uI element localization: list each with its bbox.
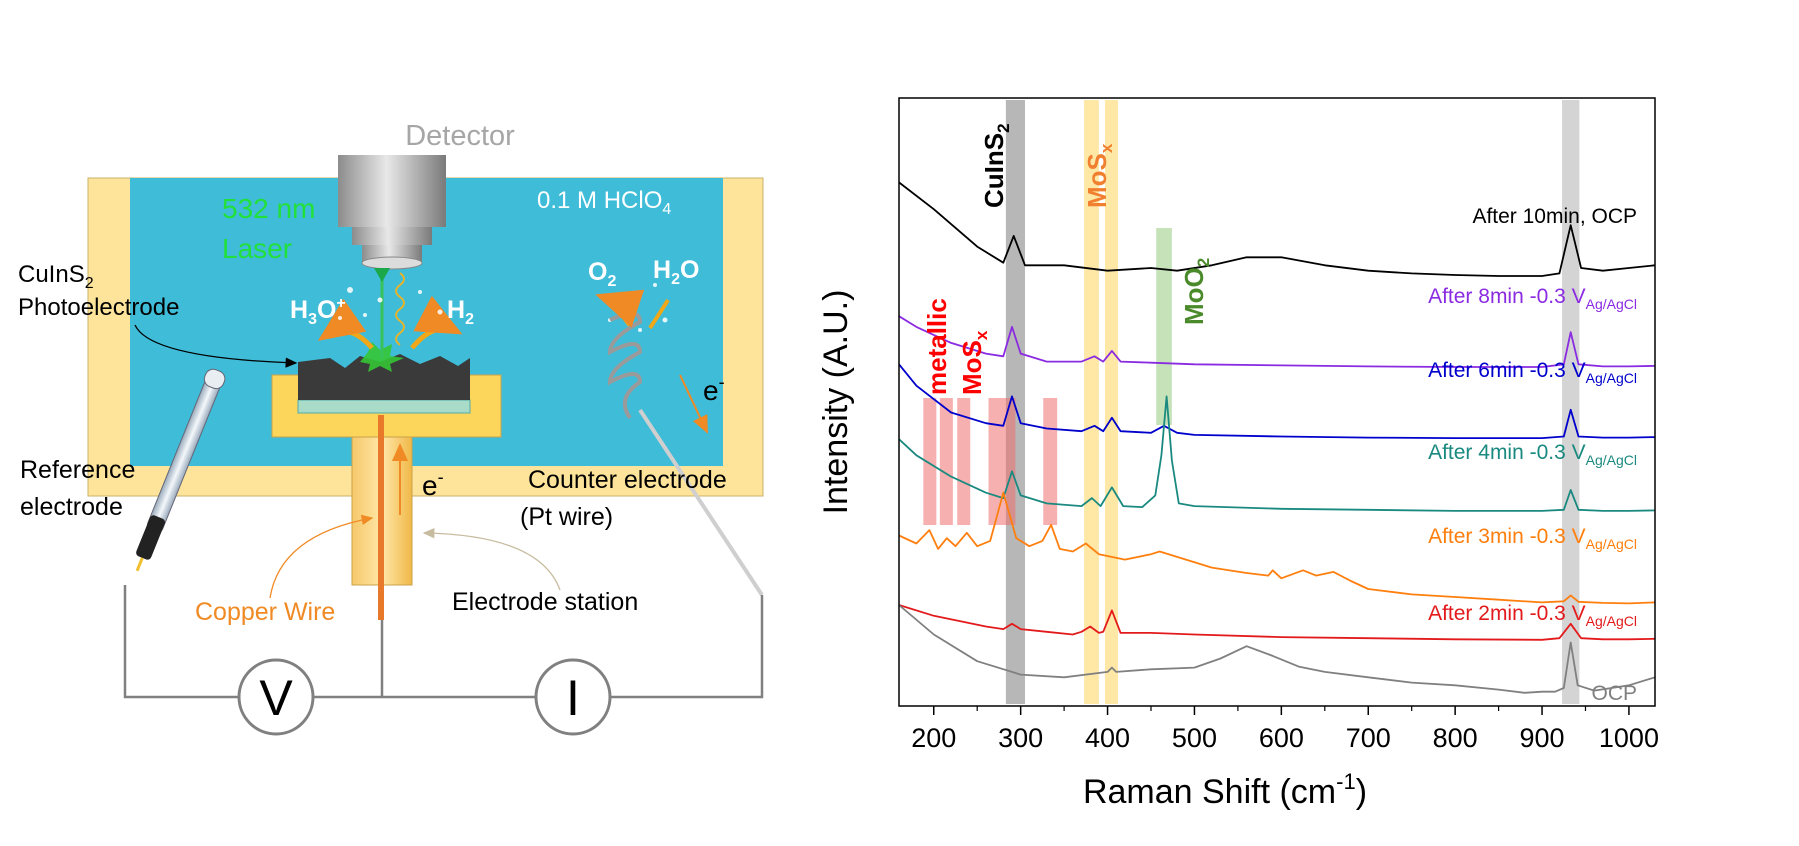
electrode-station-label: Electrode station [452,588,638,616]
raman-chart: 200 300 400 500 600 700 800 900 1000 After 10min… [817,97,1659,811]
series-line [898,395,1656,512]
circuit-wires [123,585,764,699]
highlight-band [1156,228,1172,425]
series-label: After 6min -0.3 VAg/AgCl [1428,359,1637,386]
copper-wire-pointer [269,514,374,599]
x-tick-label: 500 [1172,723,1217,753]
electron-label-station: e- [422,467,444,501]
highlight-band [1043,398,1058,525]
detector-label: Detector [405,120,515,152]
series-line [898,604,1656,641]
series-line [898,491,1656,605]
voltmeter-label: V [259,670,293,726]
annotation-metallic-mosx: MoSx [957,330,991,395]
photoelectrode-substrate [297,399,471,414]
photoelectrode-label-line2: Photoelectrode [18,294,179,321]
copper-wire-label: Copper Wire [195,598,335,626]
highlight-band [939,398,953,525]
highlight-bands [923,100,1580,704]
highlight-band [1104,100,1118,704]
h2-label: H2 [447,296,474,328]
electrode-station-pointer [422,527,561,591]
cell-schematic: V I Detector 532 nm Laser 0.1 M HClO4 Cu… [18,120,764,736]
series-label: After 3min -0.3 VAg/AgCl [1428,525,1637,552]
detector-lens [352,227,432,245]
highlight-band [957,398,971,525]
x-tick-label: 600 [1259,723,1304,753]
x-tick-label: 800 [1433,723,1478,753]
electron-arrow-counter [679,374,708,434]
series-label: After 10min, OCP [1472,205,1637,228]
detector-body [338,155,446,227]
h3o-label: H3O+ [290,295,346,328]
h2o-arrow-icon [648,298,670,330]
series-line [898,181,1656,277]
voltmeter-icon [237,658,315,736]
annotation-metallic: metallic [922,298,952,395]
highlight-band [923,398,937,525]
x-tick-label: 1000 [1599,723,1659,753]
series-line [898,315,1656,368]
ammeter-icon [534,658,612,736]
highlight-band [1084,100,1099,704]
highlight-band [1562,100,1580,704]
o2-label: O2 [588,258,616,290]
counter-label-line2: (Pt wire) [520,503,613,531]
x-tick-label: 900 [1520,723,1565,753]
x-tick-label: 700 [1346,723,1391,753]
photoelectrode-pointer [134,324,298,368]
x-tick-label: 200 [911,723,956,753]
x-axis-label: Raman Shift (cm-1) [1083,769,1367,811]
h2o-label: H2O [653,256,699,288]
laser-label-line1: 532 nm [222,193,315,224]
annotation-cuins2: CuInS2 [979,123,1013,208]
annotation-moo2: MoO2 [1179,258,1213,325]
series-label: After 8min -0.3 VAg/AgCl [1428,285,1637,312]
electron-label-counter: e- [703,372,725,406]
counter-label-line1: Counter electrode [528,466,727,494]
h2-arrow-icon [410,295,463,350]
series-label: After 4min -0.3 VAg/AgCl [1428,441,1637,468]
x-tick-label: 300 [998,723,1043,753]
photoelectrode-label-line1: CuInS2 [18,261,94,292]
o2-arrow-icon [595,289,645,328]
reference-electrode [135,368,226,572]
plot-frame [898,97,1656,707]
highlight-band [988,398,1016,525]
reference-label-line2: electrode [20,493,123,521]
x-axis-ticks: 200 300 400 500 600 700 800 900 1000 [911,706,1659,753]
series-labels: After 10min, OCP After 8min -0.3 VAg/AgCl… [1428,205,1637,705]
series-label: OCP [1591,682,1637,705]
series-line [898,604,1656,694]
ammeter-label: I [566,670,580,726]
laser-arrow-icon [374,268,390,282]
detector-aperture [361,256,423,270]
x-tick-label: 400 [1085,723,1130,753]
reference-label-line1: Reference [20,456,135,484]
counter-electrode-lead [638,408,764,597]
series-line [898,363,1656,440]
laser-label-line2: Laser [222,233,292,264]
series-label: After 2min -0.3 VAg/AgCl [1428,602,1637,629]
scatter-wave-icon [395,272,405,346]
electrolyte-label: 0.1 M HClO4 [537,187,671,218]
h3o-arrow-icon [317,298,374,350]
photoelectrode-film [298,354,470,400]
y-axis-label: Intensity (A.U.) [817,290,855,515]
spectra-lines [898,181,1656,694]
annotation-mosx: MoSx [1082,143,1116,208]
